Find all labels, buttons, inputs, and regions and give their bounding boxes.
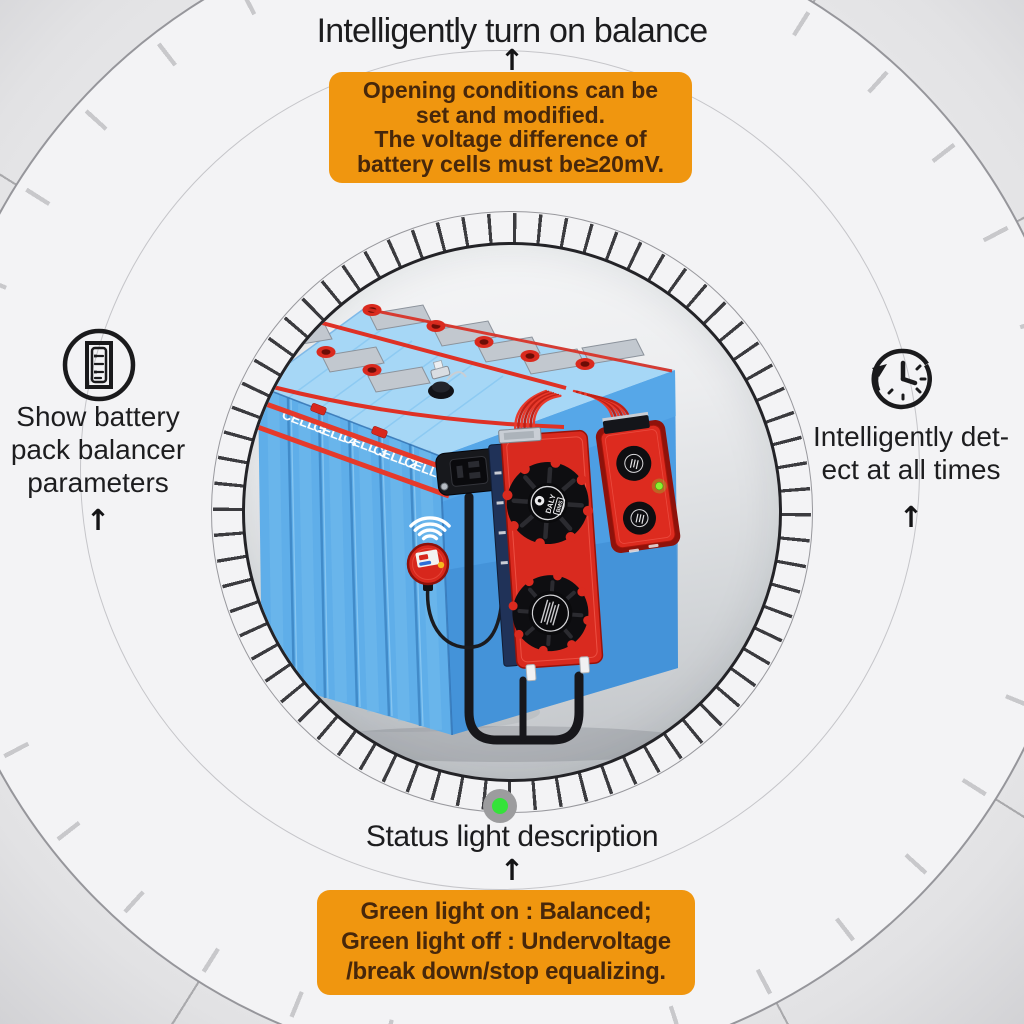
top-info-box: Opening conditions can be set and modifi… [329,72,692,183]
wifi-signal-icon [409,516,451,541]
pack-front-face [258,386,452,735]
main-terminal-post [428,359,467,399]
pack-top-face [258,308,675,456]
balancer-module [595,411,681,553]
product-photo: CELL 5 CELL 4 CELL 3 CELL 2 CELL 1 [242,242,782,782]
info-line: Opening conditions can be [362,77,659,103]
up-arrow-icon: ↑ [499,853,525,887]
status-title: Status light description [365,820,659,853]
green-led-dot [492,798,508,814]
up-arrow-icon: ↑ [898,500,924,534]
info-line: Green light off : Undervoltage [341,928,671,955]
cooling-fan [508,571,593,655]
bms-connector [579,656,591,674]
top-title: Intelligently turn on balance [316,12,709,50]
red-straps [251,396,450,499]
right-caption: Intelligently det- ect at all times [798,420,1024,486]
caption-line: Intelligently det- [812,421,1010,452]
cell-grooves [286,397,424,727]
caption-line: Show battery [16,401,180,432]
bms-connector [525,663,537,682]
bms-logo: DALY BMS [534,493,566,516]
ac-power-socket [435,448,501,496]
left-caption: Show battery pack balancer parameters [0,400,196,499]
strap-clips [310,403,388,439]
balancer-led [655,481,664,491]
inner-guide-circle [80,50,920,890]
balancer-connector [602,415,650,434]
bms-label-text: BMS [556,500,565,514]
dongle-led [437,561,445,569]
bottom-info-box: Green light on : Balanced; Green light o… [317,890,695,995]
info-line: /break down/stop equalizing. [346,958,666,985]
battery-parameters-icon [60,326,138,404]
caption-line: parameters [27,467,169,498]
caption-line: ect at all times [821,454,1001,485]
bms-board: DALY BMS [488,427,604,682]
spec-sticker [540,599,560,626]
info-line: battery cells must be≥20mV. [356,150,665,177]
status-light [483,789,517,823]
caption-line: pack balancer [10,434,186,465]
info-line: set and modified. [415,101,606,128]
up-arrow-icon: ↑ [85,503,111,537]
cooling-fan: DALY BMS [502,457,593,549]
power-cable [464,492,584,745]
up-arrow-icon: ↑ [499,43,525,77]
clock-history-icon [866,342,940,416]
info-line: The voltage difference of [374,126,647,152]
info-line: Green light on : Balanced; [360,898,652,925]
